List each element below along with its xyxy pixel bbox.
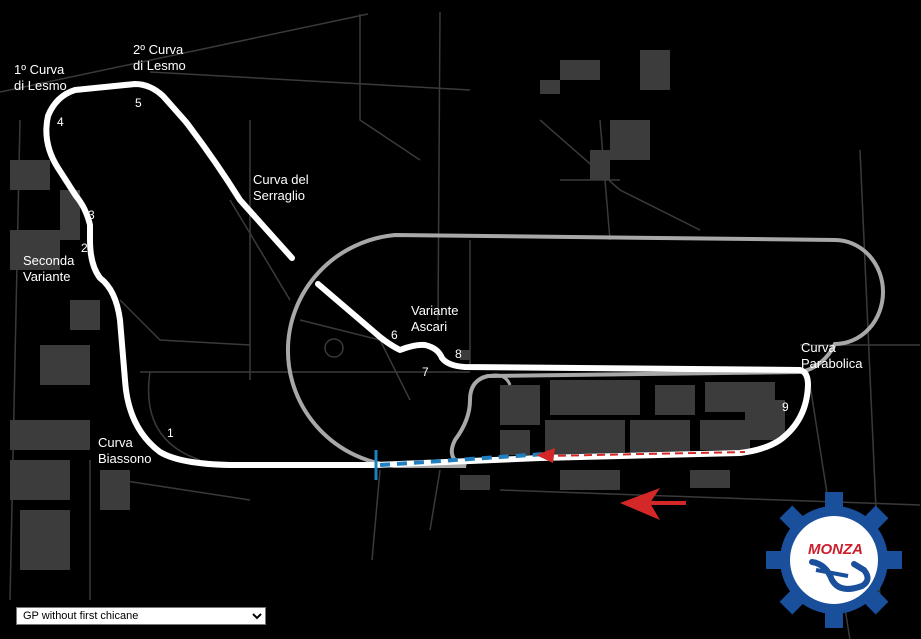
turn-number-7: 7 (422, 365, 429, 379)
monza-logo: MONZA (766, 492, 902, 628)
oval-track (286, 232, 885, 468)
pit-lane-red (544, 451, 746, 457)
roundabout (324, 338, 344, 358)
logo-text: MONZA (808, 541, 863, 558)
layout-select[interactable]: GP without first chicane (16, 607, 266, 625)
turn-number-6: 6 (391, 328, 398, 342)
turn-number-8: 8 (455, 347, 462, 361)
turn-number-3: 3 (88, 208, 95, 222)
label-variante-ascari: Variante Ascari (411, 303, 459, 334)
background-buildings (10, 50, 785, 570)
label-curva-parabolica: Curva Parabolica (801, 340, 863, 371)
direction-arrow-icon (620, 488, 686, 520)
pit-arrow-icon (536, 448, 555, 463)
label-curva-biassono: Curva Biassono (98, 435, 152, 466)
label-seconda-variante: Seconda Variante (23, 253, 75, 284)
turn-number-5: 5 (135, 96, 142, 110)
label-curva-serraglio: Curva del Serraglio (253, 172, 309, 203)
turn-number-4: 4 (57, 115, 64, 129)
turn-number-2: 2 (81, 241, 88, 255)
turn-number-9: 9 (782, 400, 789, 414)
oval-inner-road (487, 373, 512, 386)
label-curva-lesmo-1: 1º Curva di Lesmo (14, 62, 67, 93)
gp-track (43, 81, 811, 468)
label-curva-lesmo-2: 2º Curva di Lesmo (133, 42, 186, 73)
pit-lane-blue (379, 452, 546, 467)
turn-number-1: 1 (167, 426, 174, 440)
